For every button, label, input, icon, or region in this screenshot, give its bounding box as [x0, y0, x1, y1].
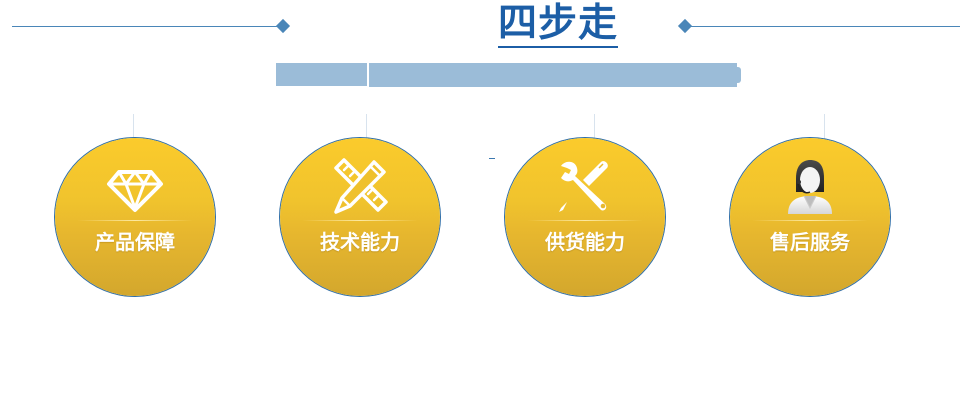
ruler-pencil-icon	[330, 158, 390, 216]
page-title: 四步走	[498, 1, 619, 48]
connector-stem	[594, 114, 595, 142]
subtitle-bar-cap	[737, 67, 741, 83]
accent-tick	[489, 158, 495, 159]
divider	[752, 220, 868, 221]
divider	[527, 220, 643, 221]
divider	[302, 220, 418, 221]
diamond-icon	[105, 158, 165, 216]
step-label: 技术能力	[320, 230, 400, 254]
header-line-right	[690, 26, 960, 27]
header-diamond-left-icon	[275, 18, 291, 34]
wrench-screwdriver-icon	[555, 158, 615, 216]
divider	[77, 220, 193, 221]
connector-stem	[824, 114, 825, 142]
customer-service-agent-icon	[780, 158, 840, 216]
header-line-left	[12, 26, 282, 27]
step-card-technical-capability[interactable]: 技术能力	[280, 138, 440, 296]
step-label: 供货能力	[545, 230, 625, 254]
step-card-product-guarantee[interactable]: 产品保障	[55, 138, 215, 296]
step-card-supply-capability[interactable]: 供货能力	[505, 138, 665, 296]
step-label: 产品保障	[95, 230, 175, 254]
step-card-after-sales-service[interactable]: 售后服务	[730, 138, 890, 296]
step-label: 售后服务	[770, 230, 850, 254]
connector-stem	[366, 114, 367, 142]
connector-stem	[133, 114, 134, 142]
subtitle-bar-segment-1	[276, 63, 367, 86]
subtitle-bar-segment-2	[369, 63, 737, 87]
